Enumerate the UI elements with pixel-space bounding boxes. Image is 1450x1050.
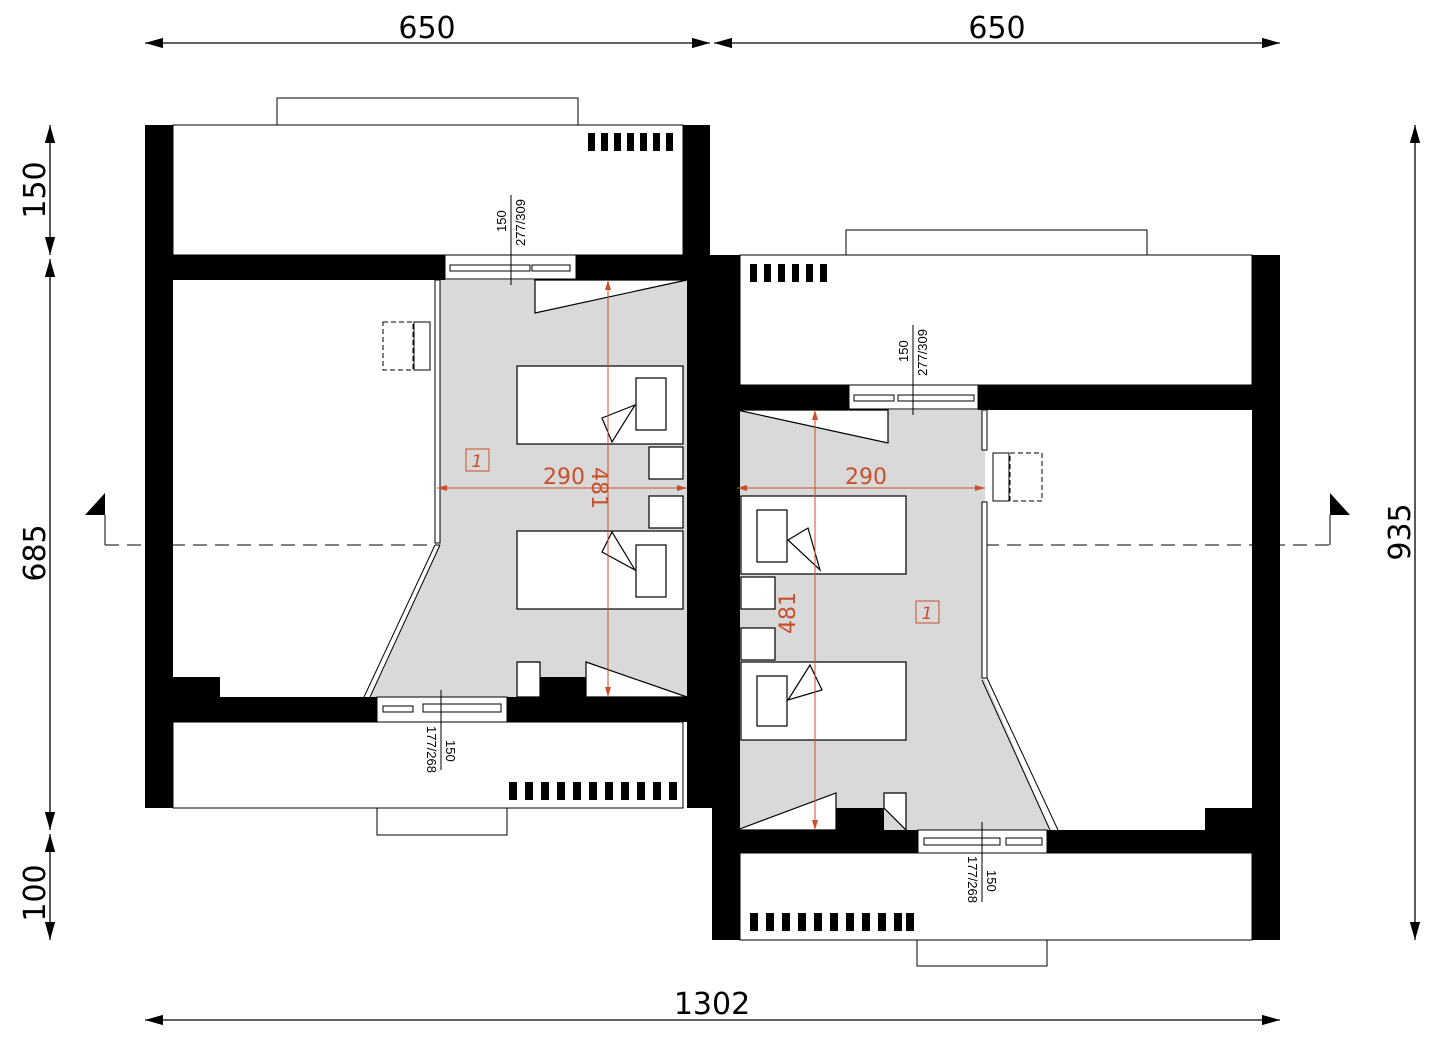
- top-balcony-ledge: [845, 229, 1148, 256]
- dim-left-middle-label: 685: [18, 524, 53, 581]
- dim-left-top-label: 150: [18, 161, 53, 218]
- window-top-size: 277/309: [513, 199, 528, 246]
- balcony-railing-top: [588, 133, 673, 151]
- section-line: [85, 493, 1350, 546]
- section-arrow-right-icon: [1330, 493, 1350, 515]
- dim-right-height-label: 935: [1383, 503, 1418, 560]
- room-number-box: [915, 600, 940, 624]
- dim-top-left-label: 650: [398, 11, 455, 46]
- dim-top-right-label: 650: [968, 11, 1025, 46]
- balcony-railing-top: [750, 264, 827, 282]
- dim-left-bottom-label: 100: [18, 864, 53, 921]
- nightstand: [648, 495, 684, 529]
- window-top-height: 150: [494, 210, 509, 232]
- room-width-label: 290: [845, 465, 887, 490]
- nightstand: [740, 576, 776, 610]
- nightstand: [648, 446, 684, 480]
- window-bottom-height: 150: [443, 740, 458, 762]
- balcony-railing-bottom: [509, 782, 677, 800]
- partition-wall: [363, 279, 441, 698]
- room-number-box: [465, 448, 490, 472]
- nightstand: [740, 627, 776, 661]
- window-bottom-size: 177/268: [965, 856, 980, 903]
- top-balcony-ledge: [276, 97, 579, 126]
- wardrobe: [534, 279, 688, 314]
- room-length-label: 481: [586, 467, 611, 509]
- balcony-railing-bottom: [750, 913, 914, 931]
- dim-total-width-label: 1302: [674, 987, 750, 1022]
- room-length-label: 481: [776, 592, 801, 634]
- window-bottom-height: 150: [984, 870, 999, 892]
- furniture: [736, 409, 907, 832]
- window-bottom: [376, 696, 508, 723]
- unit-left: 150 277/309 150 177/268 290: [145, 97, 737, 836]
- bottom-balcony-ledge: [916, 939, 1048, 967]
- room-number: 1: [472, 452, 483, 472]
- window-top-size: 277/309: [915, 329, 930, 376]
- room-width-label: 290: [543, 465, 585, 490]
- walls: [712, 255, 1280, 940]
- dimension-lines: [44, 37, 1421, 1026]
- window-bottom-size: 177/268: [424, 726, 439, 773]
- bottom-balcony-ledge: [376, 807, 508, 836]
- room-number: 1: [922, 604, 933, 624]
- unit-right: 150 277/309 150 177/268 290 481: [712, 229, 1280, 967]
- window-top-height: 150: [896, 340, 911, 362]
- partition-wall: [981, 409, 1059, 831]
- section-arrow-left-icon: [85, 493, 105, 515]
